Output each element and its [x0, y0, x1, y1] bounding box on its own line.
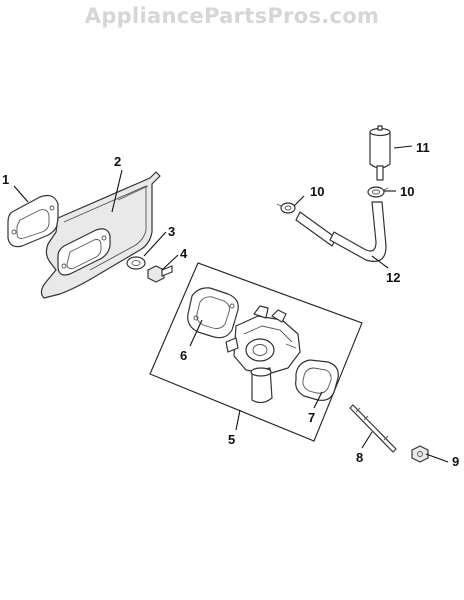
callout-10-right: 10 — [400, 184, 414, 199]
part-10-clamp-left[interactable] — [276, 202, 296, 214]
callout-8: 8 — [356, 450, 363, 465]
part-5-assembly-frame — [149, 262, 363, 442]
part-12-fuel-line[interactable] — [295, 201, 387, 262]
part-5-carburetor[interactable] — [225, 305, 301, 404]
callout-10-left: 10 — [310, 184, 324, 199]
part-1-gasket[interactable] — [7, 194, 59, 248]
part-8-stud[interactable] — [349, 404, 397, 453]
callout-4: 4 — [180, 246, 188, 261]
callout-12: 12 — [386, 270, 400, 285]
leader-lines — [13, 145, 449, 463]
part-11-fuel-filter[interactable] — [369, 125, 391, 181]
part-2-shroud[interactable] — [40, 171, 161, 299]
part-9-nut[interactable] — [411, 445, 429, 463]
watermark: AppliancePartsPros.com — [84, 4, 380, 28]
callout-5: 5 — [228, 432, 235, 447]
callout-11: 11 — [416, 140, 430, 155]
part-4-bolt[interactable] — [147, 265, 173, 283]
callout-6: 6 — [180, 348, 187, 363]
part-10-clamp-right[interactable] — [367, 186, 389, 198]
callout-9: 9 — [452, 454, 459, 469]
callout-2: 2 — [114, 154, 121, 169]
callout-7: 7 — [308, 410, 315, 425]
callout-labels: 1 2 3 4 5 6 7 8 9 10 10 11 12 — [2, 140, 459, 469]
part-7-gasket[interactable] — [295, 359, 339, 401]
part-6-gasket[interactable] — [187, 287, 239, 339]
part-3-washer[interactable] — [126, 256, 146, 270]
callout-3: 3 — [168, 224, 175, 239]
callout-1: 1 — [2, 172, 9, 187]
